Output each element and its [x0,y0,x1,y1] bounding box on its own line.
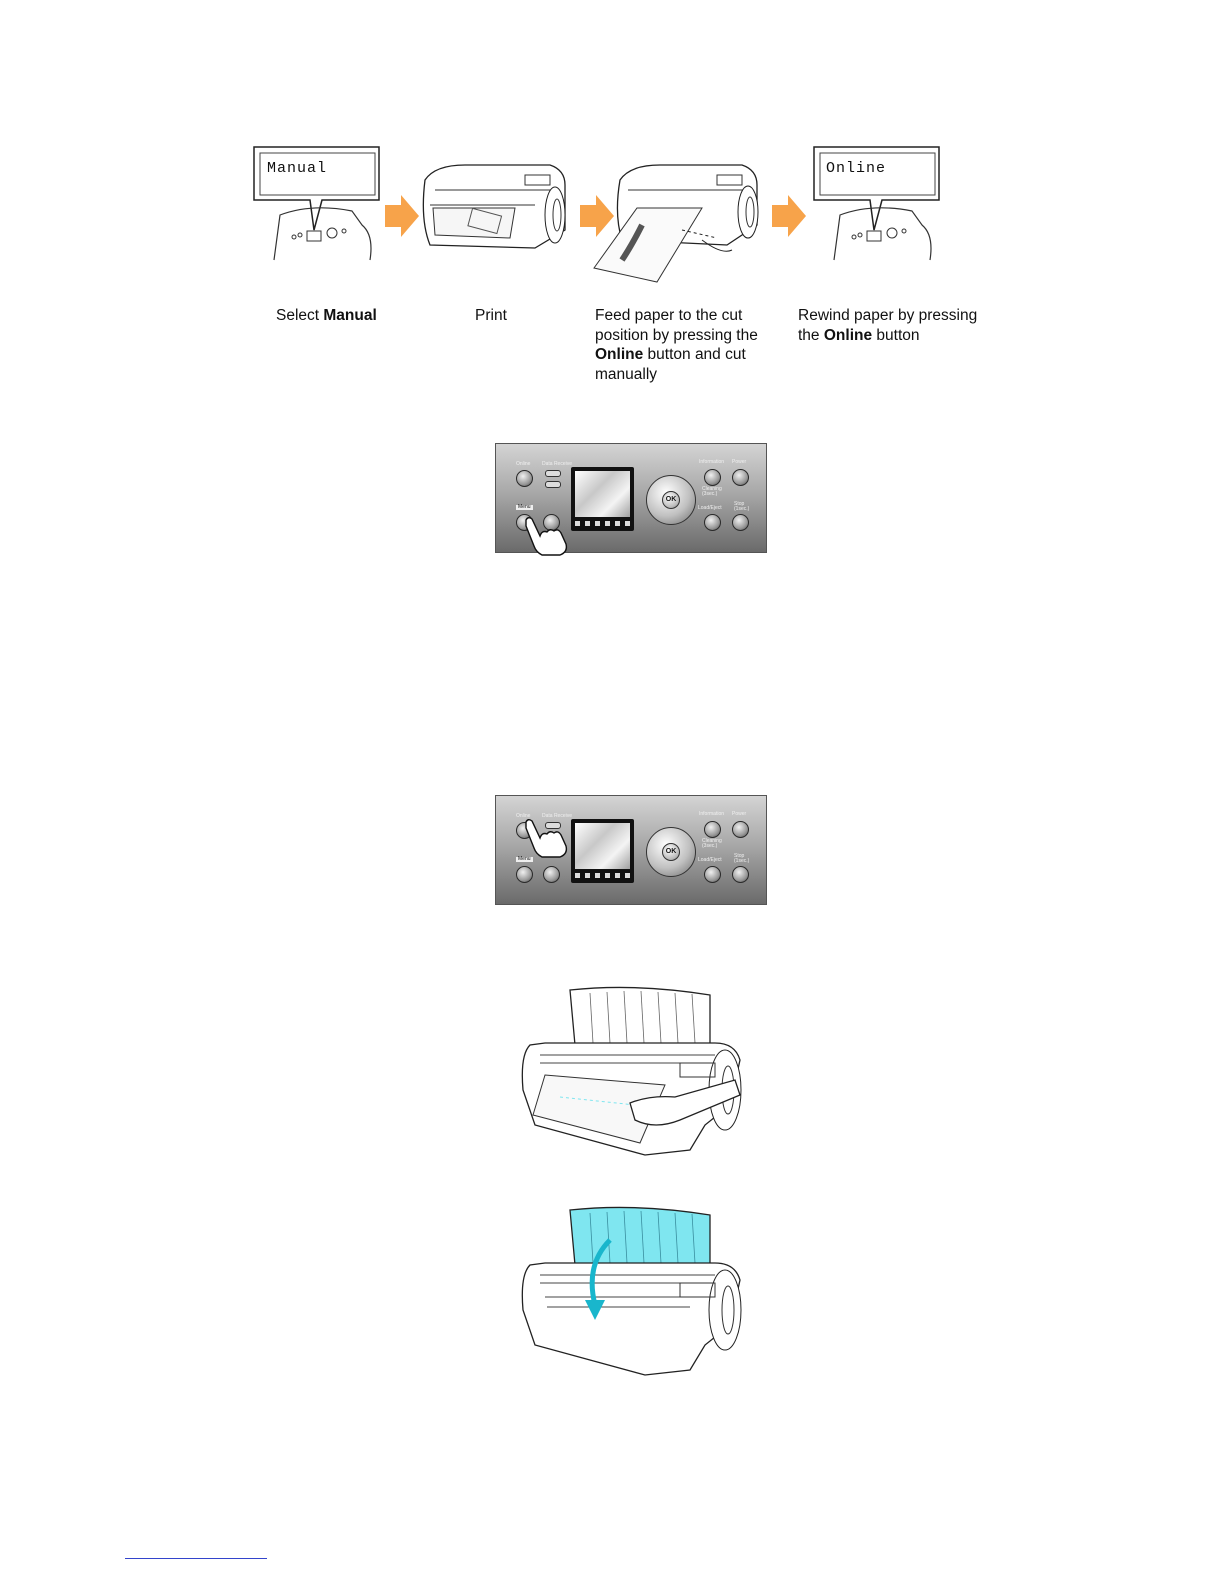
step-caption-3: Feed paper to the cut position by pressi… [595,307,758,383]
printer-close-cover-illustration [521,1206,742,1376]
control-panel-online: Online Data Receive Menu OK Information … [495,795,767,905]
step-caption-1: Select Manual [276,307,377,324]
lcd-indicators [575,873,630,878]
menu-button[interactable] [516,866,533,883]
message-lamp [545,481,561,488]
printer-remove-paper-illustration [521,986,742,1156]
information-label: Information [699,811,725,817]
load-eject-button[interactable] [704,514,721,531]
pointing-hand-icon [525,517,568,556]
arrow-right-icon [772,195,806,237]
stop-button[interactable] [732,866,749,883]
data-receive-label: Data Receive [542,813,573,819]
lcd-screen [575,471,630,517]
back-button[interactable] [543,866,560,883]
online-label: Online [516,813,531,819]
navigation-pad[interactable]: OK [646,827,696,877]
cleaning-label: Cleaning (3sec.) [702,486,722,497]
ok-button[interactable]: OK [662,843,680,861]
power-button[interactable] [732,469,749,486]
stop-label: Stop (1sec.) [734,501,750,512]
information-button[interactable] [704,469,721,486]
stop-label: Stop (1sec.) [734,853,750,864]
data-receive-lamp [545,822,561,829]
control-panel-menu: Online Data Receive Menu OK Information … [495,443,767,556]
menu-label: Menu [516,856,533,862]
lcd-display [571,819,634,883]
callout-online: Online [826,160,887,177]
arrow-right-icon [385,195,419,237]
printer-cut-illustration [593,164,759,283]
information-button[interactable] [704,821,721,838]
stop-button[interactable] [732,514,749,531]
callout-manual: Manual [267,160,328,177]
printer-printing-illustration [422,164,566,249]
load-eject-label: Load/Eject [698,857,722,863]
panel-online-illustration [813,146,940,261]
information-label: Information [699,459,725,465]
power-label: Power [732,459,747,465]
power-button[interactable] [732,821,749,838]
menu-label: Menu [516,504,533,510]
load-eject-button[interactable] [704,866,721,883]
lcd-indicators [575,521,630,526]
lcd-screen [575,823,630,869]
cleaning-label: Cleaning (3sec.) [702,838,722,849]
panel-manual-illustration [253,146,380,261]
online-button[interactable] [516,470,533,487]
power-label: Power [732,811,747,817]
footnote-separator [125,1558,267,1559]
pointing-hand-icon [525,819,568,858]
data-receive-label: Data Receive [542,461,573,467]
online-label: Online [516,461,531,467]
data-receive-lamp [545,470,561,477]
navigation-pad[interactable]: OK [646,475,696,525]
step-caption-2: Print [475,307,507,324]
step-caption-4: Rewind paper by pressing the Online butt… [798,307,978,344]
lcd-display [571,467,634,531]
ok-button[interactable]: OK [662,491,680,509]
load-eject-label: Load/Eject [698,505,722,511]
arrow-right-icon [580,195,614,237]
